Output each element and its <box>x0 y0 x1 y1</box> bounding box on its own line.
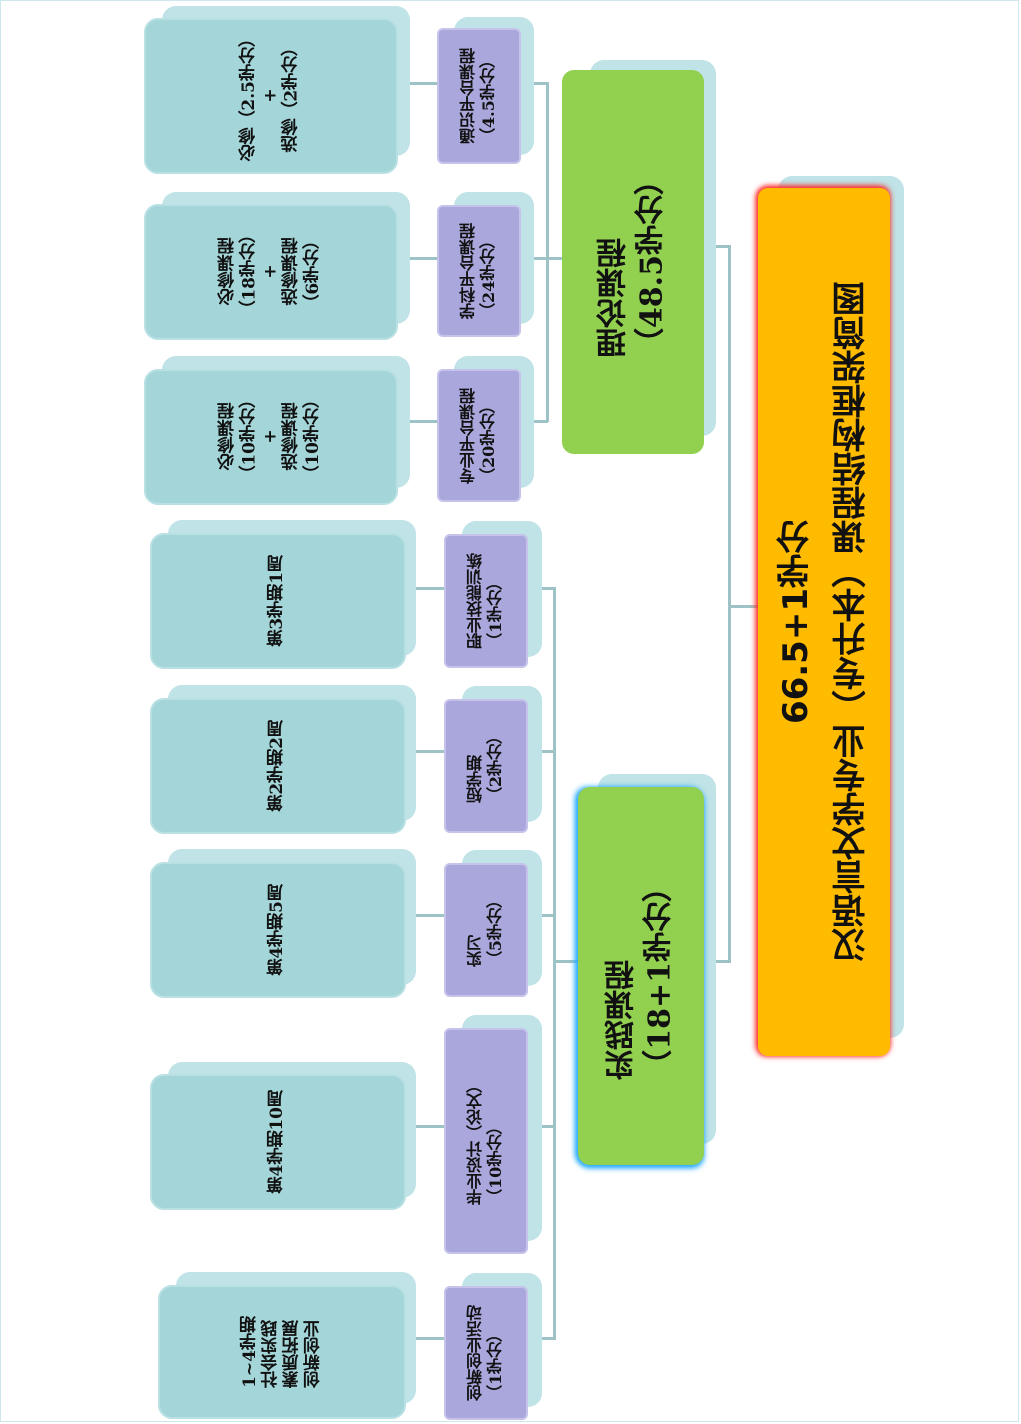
practice-child-3: 实习 （5学分） <box>444 863 528 997</box>
theory-child-2-label: 学科平台课程 （24学分） <box>459 223 498 319</box>
connector-detail-p1 <box>402 587 446 590</box>
practice-node: 实践课程 （18+1学分） <box>578 787 704 1165</box>
practice-child-4-label: 毕业设计（论文） （10学分） <box>466 1077 505 1205</box>
theory-child-1-label: 通识平台课程 （4.5学分） <box>459 48 498 144</box>
theory-detail-3: 必修课程 （10学分） + 选修课程 （10学分） <box>144 369 398 505</box>
connector-theory-child-1 <box>520 82 548 85</box>
connector-theory-child-2 <box>520 257 548 260</box>
practice-detail-2: 第2学期2周 <box>150 698 406 834</box>
practice-child-5: 创新创业活动 （1学分） <box>444 1286 528 1420</box>
theory-detail-2: 必修课程 （18学分） + 选修课程 （6学分） <box>144 204 398 340</box>
practice-detail-1-text: 第3学期1周 <box>267 555 288 647</box>
theory-label: 理论课程 （48.5学分） <box>596 165 670 359</box>
connector-detail-p4 <box>402 1125 446 1128</box>
connector-practice-child-4 <box>528 1125 556 1128</box>
practice-child-2: 短学期 （2学分） <box>444 699 528 833</box>
connector-root-trunk <box>728 245 731 963</box>
practice-detail-3: 第4学期5周 <box>150 862 406 998</box>
connector-theory-trunk <box>546 82 549 422</box>
practice-child-1-label: 职业技能训练 （1学分） <box>466 553 505 649</box>
root-title: 汉语言文学专业（专升本）课程结构框架简图 <box>832 282 872 962</box>
connector-theory-stub <box>546 257 562 260</box>
practice-child-2-label: 短学期 （2学分） <box>466 728 505 804</box>
practice-detail-5-text: 1~4学期 社会实践 素质拓展 创新创业 <box>239 1316 324 1388</box>
practice-detail-4-text: 第4学期10周 <box>267 1090 288 1194</box>
connector-practice-trunk <box>553 587 556 1339</box>
theory-detail-1-text: 必修（2.5学分） + 选修（2学分） <box>239 30 302 162</box>
connector-detail-t2 <box>396 257 440 260</box>
connector-practice-child-3 <box>528 914 556 917</box>
root-node: 66.5+1学分 汉语言文学专业（专升本）课程结构框架简图 <box>758 188 890 1056</box>
connector-practice-child-1 <box>528 587 556 590</box>
theory-child-3: 专业平台课程 （20学分） <box>437 369 521 502</box>
connector-practice-stub <box>553 960 580 963</box>
theory-child-2: 学科平台课程 （24学分） <box>437 205 521 337</box>
practice-detail-5: 1~4学期 社会实践 素质拓展 创新创业 <box>158 1285 406 1419</box>
theory-child-3-label: 专业平台课程 （20学分） <box>459 387 498 484</box>
practice-child-5-label: 创新创业活动 （1学分） <box>466 1305 505 1401</box>
theory-node: 理论课程 （48.5学分） <box>562 70 704 454</box>
practice-child-4: 毕业设计（论文） （10学分） <box>444 1028 528 1254</box>
connector-detail-p5 <box>402 1337 446 1340</box>
connector-detail-t1 <box>396 82 440 85</box>
practice-detail-4: 第4学期10周 <box>150 1074 406 1210</box>
connector-practice-child-2 <box>528 750 556 753</box>
practice-child-1: 职业技能训练 （1学分） <box>444 534 528 668</box>
practice-detail-2-text: 第2学期2周 <box>267 720 288 812</box>
practice-child-3-label: 实习 （5学分） <box>466 892 505 968</box>
connector-detail-p2 <box>402 750 446 753</box>
practice-detail-3-text: 第4学期5周 <box>267 884 288 976</box>
connector-detail-t3 <box>396 420 440 423</box>
theory-child-1: 通识平台课程 （4.5学分） <box>437 28 521 164</box>
practice-detail-1: 第3学期1周 <box>150 533 406 669</box>
theory-detail-1: 必修（2.5学分） + 选修（2学分） <box>144 18 398 174</box>
theory-detail-2-text: 必修课程 （18学分） + 选修课程 （6学分） <box>217 226 323 318</box>
theory-detail-3-text: 必修课程 （10学分） + 选修课程 （10学分） <box>217 391 323 483</box>
root-subtitle: 66.5+1学分 <box>775 519 816 725</box>
connector-detail-p3 <box>402 914 446 917</box>
connector-theory-child-3 <box>520 420 548 423</box>
practice-label: 实践课程 （18+1学分） <box>604 872 678 1080</box>
connector-practice-child-5 <box>528 1337 556 1340</box>
connector-root-stub <box>728 605 760 608</box>
